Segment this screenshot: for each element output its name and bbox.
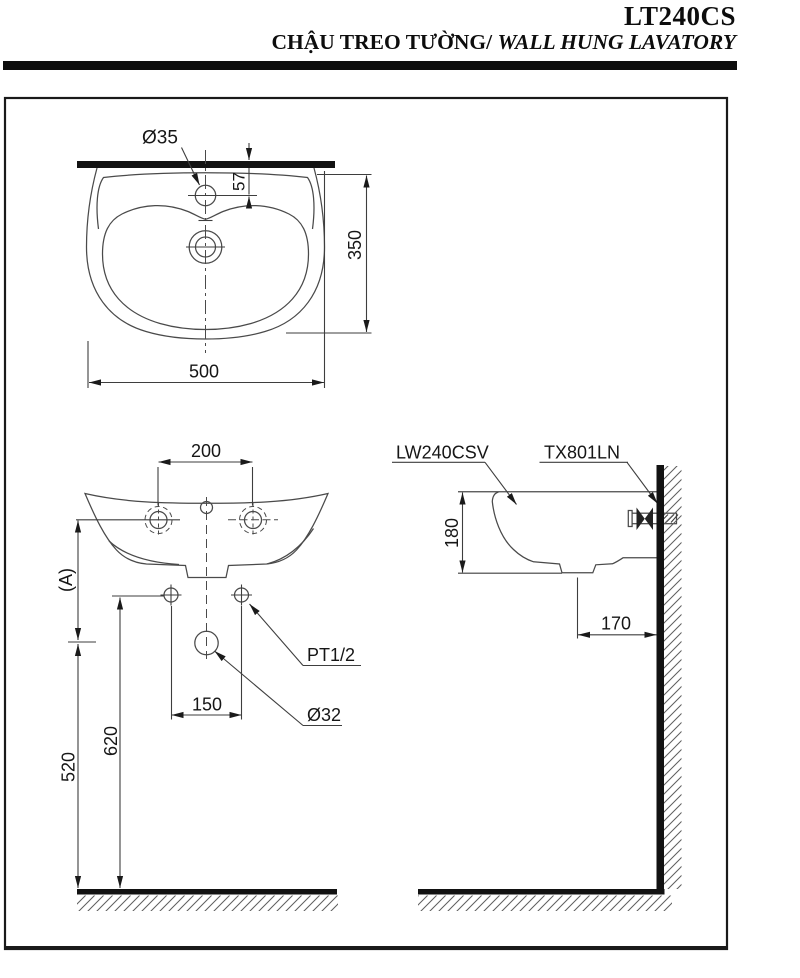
wall-section-bar bbox=[77, 161, 335, 168]
dim-ref-height-A: (A) bbox=[56, 520, 96, 643]
drain-outlet-hole bbox=[194, 630, 219, 656]
dim-drain-to-wall-170: 170 bbox=[578, 614, 657, 638]
label-faucet-hole: Ø35 bbox=[142, 128, 200, 186]
dim-text-drain-to-wall: 170 bbox=[601, 614, 631, 634]
label-supply-thread: PT1/2 bbox=[249, 603, 361, 667]
dim-text-supply-height: 620 bbox=[101, 726, 121, 756]
front-view: 200 150 (A) 520 620 PT1/2 bbox=[56, 441, 361, 911]
basin-bowl-outline bbox=[101, 204, 310, 331]
dim-rim-depth-180: 180 bbox=[442, 492, 562, 574]
leader-line bbox=[249, 603, 304, 666]
floor-line bbox=[418, 889, 665, 895]
leader-line bbox=[181, 147, 200, 186]
side-view: 180 170 LW240CSV TX801LN bbox=[392, 443, 682, 911]
dim-hole-offset-57: 57 bbox=[230, 143, 253, 209]
floor-hatching bbox=[77, 895, 338, 911]
leader-line bbox=[214, 650, 304, 726]
basin-rim-inner-line bbox=[96, 172, 315, 230]
wall-section-bar bbox=[656, 465, 664, 894]
dim-text-drain-height: 520 bbox=[59, 752, 79, 782]
dim-text-supply-spacing: 150 bbox=[192, 695, 222, 715]
supply-hole-right bbox=[231, 584, 252, 606]
label-basin-model: LW240CSV bbox=[392, 443, 517, 505]
label-text-basin-model: LW240CSV bbox=[396, 443, 489, 463]
faucet-pipe-cap bbox=[627, 509, 633, 528]
faucet-fixture bbox=[627, 507, 679, 530]
dim-text-ref-height: (A) bbox=[56, 568, 76, 592]
dim-depth-350: 350 bbox=[286, 173, 372, 334]
basin-front-outline bbox=[83, 492, 330, 579]
label-text-faucet-hole-dia: Ø35 bbox=[142, 128, 178, 149]
wall-hatching bbox=[664, 466, 682, 889]
dim-text-hole-offset: 57 bbox=[230, 172, 249, 191]
floor-line bbox=[77, 889, 337, 895]
subtitle-english: WALL HUNG LAVATORY bbox=[497, 30, 736, 54]
dim-text-bolt-spacing: 200 bbox=[191, 441, 221, 461]
dim-width-500: 500 bbox=[87, 171, 326, 388]
floor-hatching bbox=[418, 895, 672, 911]
faucet-valve-symbol bbox=[636, 507, 653, 530]
dim-supply-spacing-150: 150 bbox=[170, 606, 243, 720]
dim-drain-height-520: 520 bbox=[59, 644, 82, 888]
label-faucet-model: TX801LN bbox=[539, 443, 658, 504]
dim-supply-height-620: 620 bbox=[101, 595, 164, 888]
dim-text-depth: 350 bbox=[345, 230, 365, 260]
basin-fold-line bbox=[108, 540, 180, 566]
label-text-faucet-model: TX801LN bbox=[544, 443, 620, 463]
basin-fold-line bbox=[266, 528, 315, 565]
mounting-bolt-hole-right bbox=[228, 502, 278, 538]
supply-hole-left bbox=[160, 584, 182, 606]
dim-bolt-spacing-200: 200 bbox=[157, 441, 254, 506]
dim-text-rim-depth: 180 bbox=[442, 518, 462, 548]
leader-line bbox=[484, 461, 517, 505]
label-drain-dia: Ø32 bbox=[214, 650, 342, 727]
overflow-hole bbox=[199, 500, 214, 515]
top-view: 500 350 57 Ø35 bbox=[77, 128, 372, 388]
leader-line bbox=[626, 461, 658, 504]
subtitle-vietnamese: CHẬU TREO TƯỜNG/ bbox=[271, 30, 493, 54]
basin-profile-outline bbox=[491, 491, 657, 574]
label-text-drain-dia: Ø32 bbox=[307, 705, 341, 725]
dim-text-width: 500 bbox=[189, 362, 219, 382]
label-text-supply-thread: PT1/2 bbox=[307, 645, 355, 665]
page-subtitle: CHẬU TREO TƯỜNG/ WALL HUNG LAVATORY bbox=[272, 30, 737, 54]
header-divider-bar bbox=[3, 61, 737, 70]
page-title-model: LT240CS bbox=[623, 1, 736, 31]
